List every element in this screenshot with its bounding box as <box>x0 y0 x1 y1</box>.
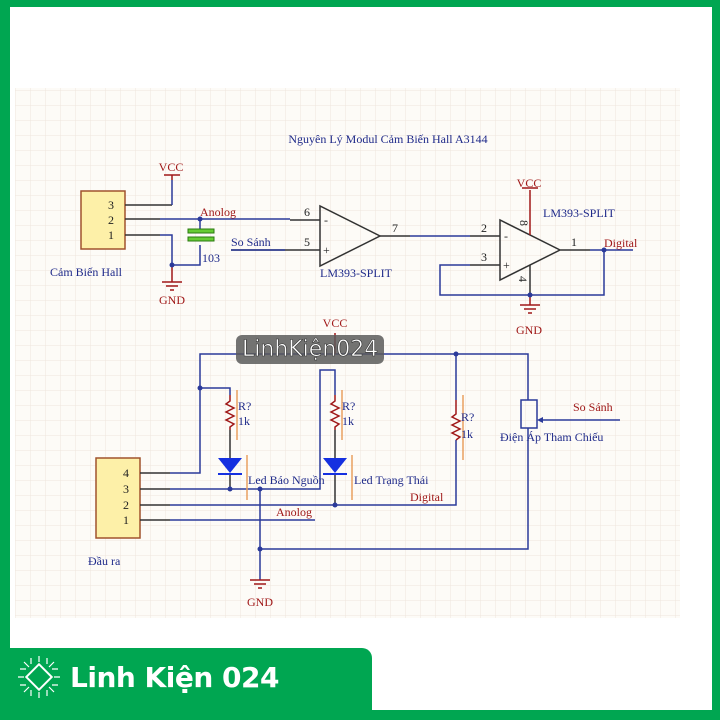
comparator-2-part: LM393-SPLIT <box>543 206 616 220</box>
net-label-digital: Digital <box>604 236 638 250</box>
comparator-2 <box>439 187 633 314</box>
pin-number: 1 <box>123 513 129 527</box>
resistor-value: 1k <box>342 414 354 428</box>
resistor-3 <box>450 395 464 460</box>
brand-banner: Linh Kiện 024 <box>0 648 372 720</box>
resistor-ref: R? <box>238 399 251 413</box>
pin-number: 6 <box>304 205 310 219</box>
gnd-label-output: GND <box>247 595 273 609</box>
plus-sign: + <box>503 258 510 272</box>
potentiometer-label: Điện Áp Tham Chiếu <box>500 430 603 444</box>
pin-number: 4 <box>123 466 129 480</box>
potentiometer <box>520 399 620 429</box>
output-connector: 4 3 2 1 <box>95 457 141 539</box>
gnd-label: GND <box>159 293 185 307</box>
diagram-title: Nguyên Lý Modul Cảm Biến Hall A3144 <box>288 132 487 146</box>
vcc-label-output: VCC <box>323 316 348 330</box>
pin-number: 3 <box>481 250 487 264</box>
vcc-label-comparator: VCC <box>517 176 542 190</box>
comparator-1 <box>231 204 410 268</box>
comparator-1-part: LM393-SPLIT <box>320 266 393 280</box>
pin-number: 3 <box>123 482 129 496</box>
net-label-compare-output: So Sánh <box>573 400 613 414</box>
pin-number: 1 <box>571 235 577 249</box>
plus-sign: + <box>323 243 330 257</box>
resistor-1 <box>224 390 238 440</box>
hall-sensor-connector: 3 2 1 <box>80 190 126 250</box>
resistor-ref: R? <box>461 410 474 424</box>
gnd-label-comparator: GND <box>516 323 542 337</box>
net-label-analog: Anolog <box>200 205 236 219</box>
capacitor-symbol <box>187 228 215 242</box>
net-label-compare: So Sánh <box>231 235 271 249</box>
led-1 <box>218 455 248 500</box>
pin-number: 3 <box>108 198 114 212</box>
brand-name: Linh Kiện 024 <box>70 660 279 694</box>
resistor-2 <box>329 390 343 440</box>
gnd-symbol <box>162 281 182 291</box>
pin-number: 1 <box>108 228 114 242</box>
chip-logo-icon <box>18 656 60 698</box>
pin-number: 8 <box>517 220 531 226</box>
pin-number: 4 <box>516 276 530 282</box>
pin-number: 2 <box>481 221 487 235</box>
led-1-label: Led Báo Nguồn <box>248 473 325 487</box>
hall-sensor-label: Cảm Biến Hall <box>50 265 123 279</box>
led-2 <box>323 455 353 500</box>
minus-sign: - <box>324 213 328 227</box>
pin-number: 2 <box>108 213 114 227</box>
resistor-value: 1k <box>238 414 250 428</box>
pin-number: 2 <box>123 498 129 512</box>
led-2-label: Led Trạng Thái <box>354 473 429 487</box>
pin-number: 5 <box>304 235 310 249</box>
minus-sign: - <box>504 229 508 243</box>
resistor-value: 1k <box>461 427 473 441</box>
net-label-analog-output: Anolog <box>276 505 312 519</box>
resistor-ref: R? <box>342 399 355 413</box>
pin-number: 7 <box>392 221 398 235</box>
net-label-digital-output: Digital <box>410 490 444 504</box>
output-connector-label: Đầu ra <box>88 554 121 568</box>
vcc-label: VCC <box>159 160 184 174</box>
capacitor-value: 103 <box>202 251 220 265</box>
watermark: LinhKiện024 <box>236 335 385 364</box>
